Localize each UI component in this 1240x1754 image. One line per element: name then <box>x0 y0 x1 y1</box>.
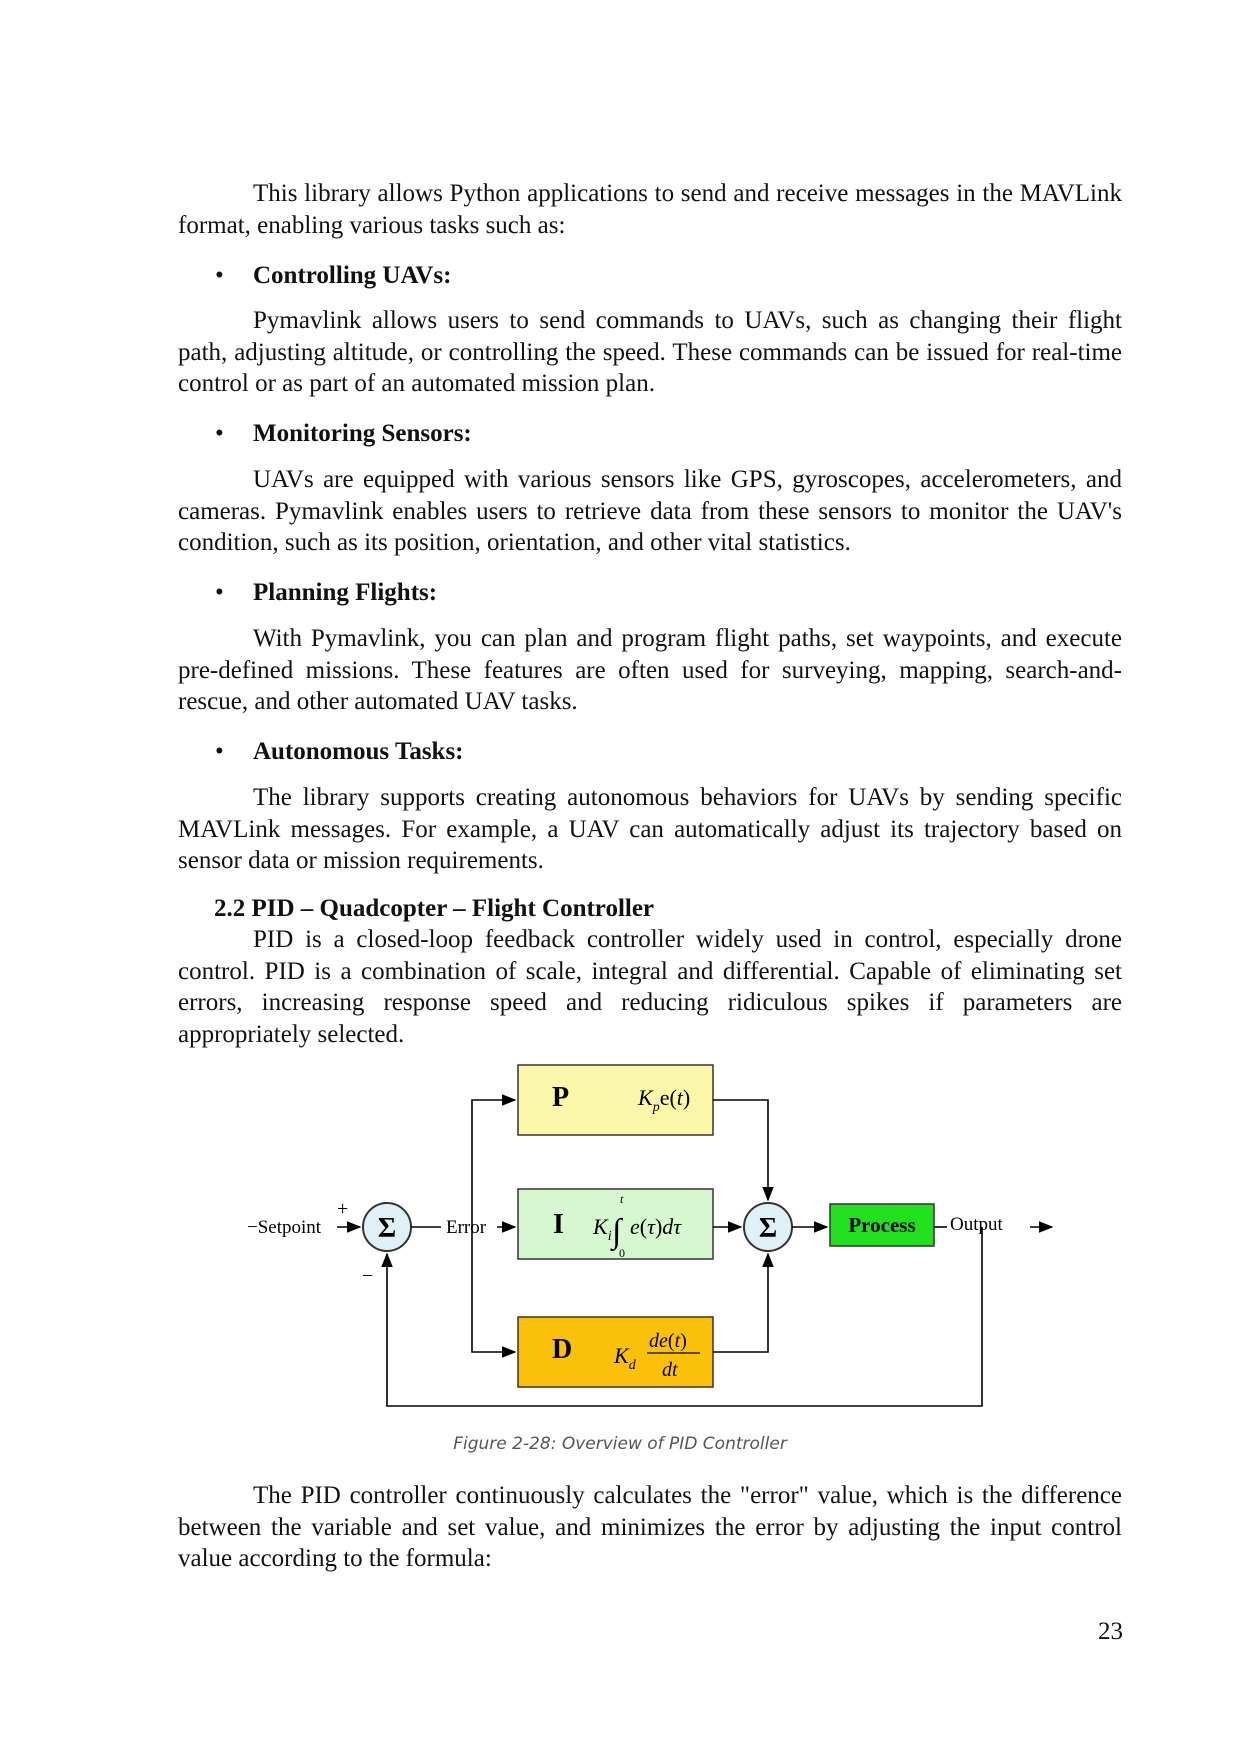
svg-text:∫: ∫ <box>610 1213 624 1252</box>
error-label: Error <box>446 1217 487 1238</box>
bullet-dot: • <box>215 262 224 289</box>
bullet-label-controlling: Controlling UAVs: <box>253 262 452 289</box>
intro-paragraph: This library allows Python applications … <box>178 180 1122 239</box>
page-number: 23 <box>1098 1618 1123 1645</box>
svg-text:dt: dt <box>662 1359 678 1381</box>
sum-symbol: Σ <box>378 1213 396 1244</box>
pid-formula-paragraph: The PID controller continuously calculat… <box>178 1482 1122 1572</box>
svg-text:0: 0 <box>619 1246 625 1260</box>
i-formula: Ki ∫ t 0 e(τ)dτ <box>592 1192 682 1260</box>
bullet-dot: • <box>215 579 224 606</box>
bullet-autonomous: • Autonomous Tasks: <box>215 736 464 767</box>
signal-wires <box>337 1094 1054 1407</box>
minus-sign: − <box>362 1265 373 1287</box>
figure-caption: Figure 2-28: Overview of PID Controller <box>453 1434 787 1454</box>
process-block <box>829 1203 935 1247</box>
process-label: Process <box>848 1213 915 1237</box>
bullet-dot: • <box>215 420 224 447</box>
controlling-paragraph: Pymavlink allows users to send commands … <box>178 307 1122 397</box>
bullet-label-monitoring: Monitoring Sensors: <box>253 420 472 447</box>
bullet-dot: • <box>215 738 224 765</box>
plus-sign: + <box>337 1198 348 1220</box>
section-heading: 2.2 PID – Quadcopter – Flight Controller <box>214 895 655 922</box>
d-block <box>517 1316 714 1388</box>
monitoring-paragraph: UAVs are equipped with various sensors l… <box>178 466 1122 556</box>
bullet-monitoring: • Monitoring Sensors: <box>215 418 472 449</box>
bullet-label-autonomous: Autonomous Tasks: <box>253 738 464 765</box>
bullet-planning: • Planning Flights: <box>215 577 437 608</box>
svg-text:Ki: Ki <box>592 1214 612 1244</box>
p-block <box>517 1064 714 1136</box>
i-label: I <box>553 1209 564 1240</box>
output-label: Output <box>950 1214 1004 1235</box>
svg-text:e(τ)dτ: e(τ)dτ <box>630 1214 682 1239</box>
autonomous-paragraph: The library supports creating autonomous… <box>178 784 1122 874</box>
svg-text:t: t <box>620 1192 624 1206</box>
bullet-label-planning: Planning Flights: <box>253 579 438 606</box>
svg-text:de(t): de(t) <box>649 1330 687 1352</box>
bullet-controlling: • Controlling UAVs: <box>215 260 451 291</box>
p-label: P <box>552 1082 569 1113</box>
sum-symbol: Σ <box>759 1213 777 1244</box>
pid-diagram: Σ Σ P I D Process Kpe(t) Ki ∫ t 0 e(τ)dτ… <box>247 1064 1054 1407</box>
planning-paragraph: With Pymavlink, you can plan and program… <box>178 625 1122 715</box>
d-label: D <box>552 1334 572 1365</box>
pid-intro-paragraph: PID is a closed-loop feedback controller… <box>178 926 1122 1048</box>
i-block <box>517 1188 714 1260</box>
setpoint-label: −Setpoint <box>247 1217 322 1238</box>
